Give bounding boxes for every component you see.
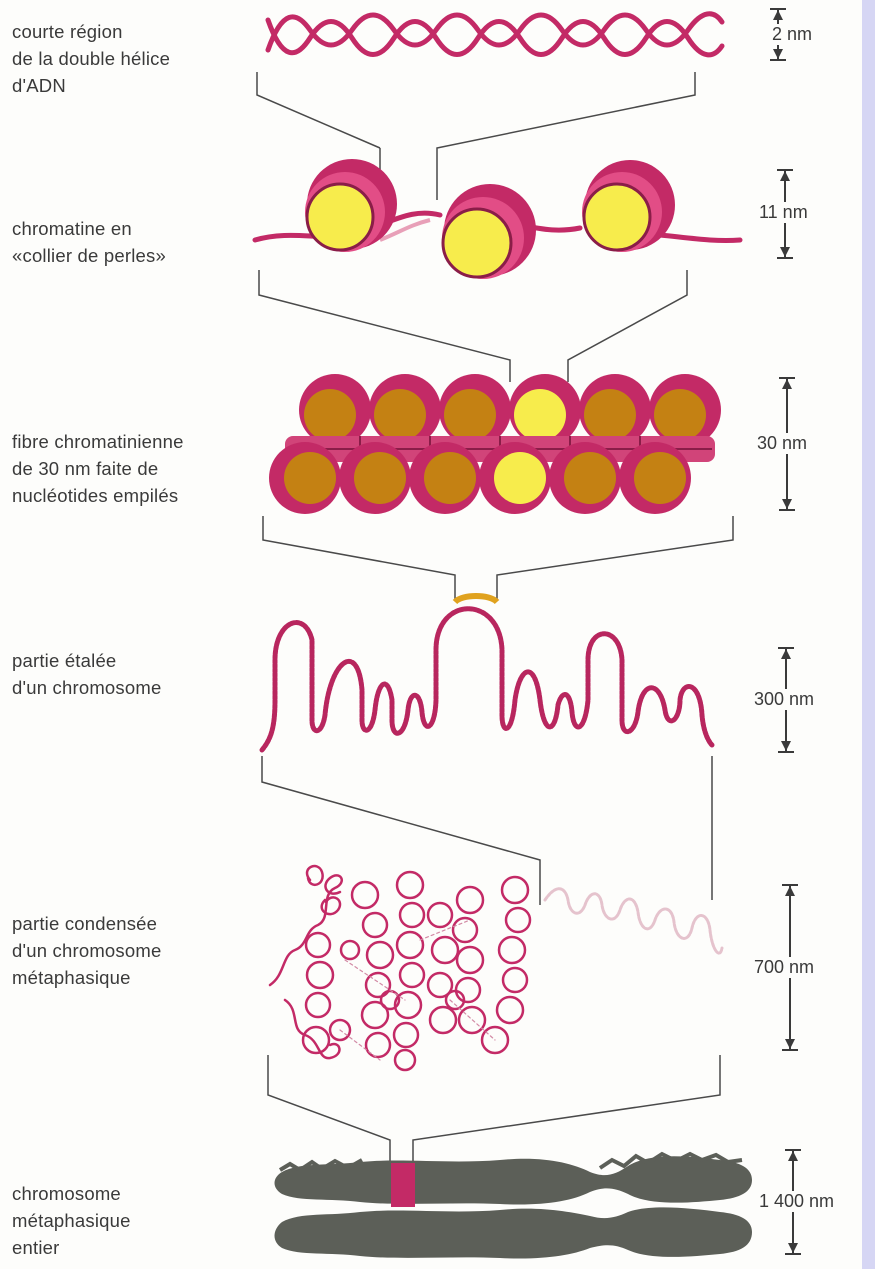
scale-label-1400nm: 1 400 nm	[757, 1191, 836, 1212]
beads-on-string	[255, 159, 740, 279]
scale-label-300nm: 300 nm	[752, 689, 816, 710]
extended-chromosome-loops	[262, 609, 712, 750]
highlighted-segment	[391, 1163, 415, 1207]
scale-label-30nm: 30 nm	[755, 433, 809, 454]
dna-double-helix	[268, 14, 722, 55]
fiber-segment-highlight	[455, 596, 497, 602]
nucleosome-3	[582, 160, 675, 252]
zoom-connector-5	[268, 1055, 720, 1170]
metaphase-chromosome	[275, 1154, 753, 1259]
zoom-connector-3	[263, 516, 733, 600]
scale-label-2nm: 2 nm	[770, 24, 814, 45]
scale-bars	[770, 9, 801, 1254]
zoom-connector-4	[262, 756, 712, 905]
fiber-top-row	[299, 374, 721, 446]
nucleosome-2	[442, 184, 536, 279]
scale-label-11nm: 11 nm	[757, 202, 810, 223]
chromatin-fiber-30nm	[269, 374, 721, 514]
zoom-connector-2	[259, 270, 687, 382]
scale-label-700nm: 700 nm	[752, 957, 816, 978]
condensed-chromosome-section	[270, 866, 722, 1070]
